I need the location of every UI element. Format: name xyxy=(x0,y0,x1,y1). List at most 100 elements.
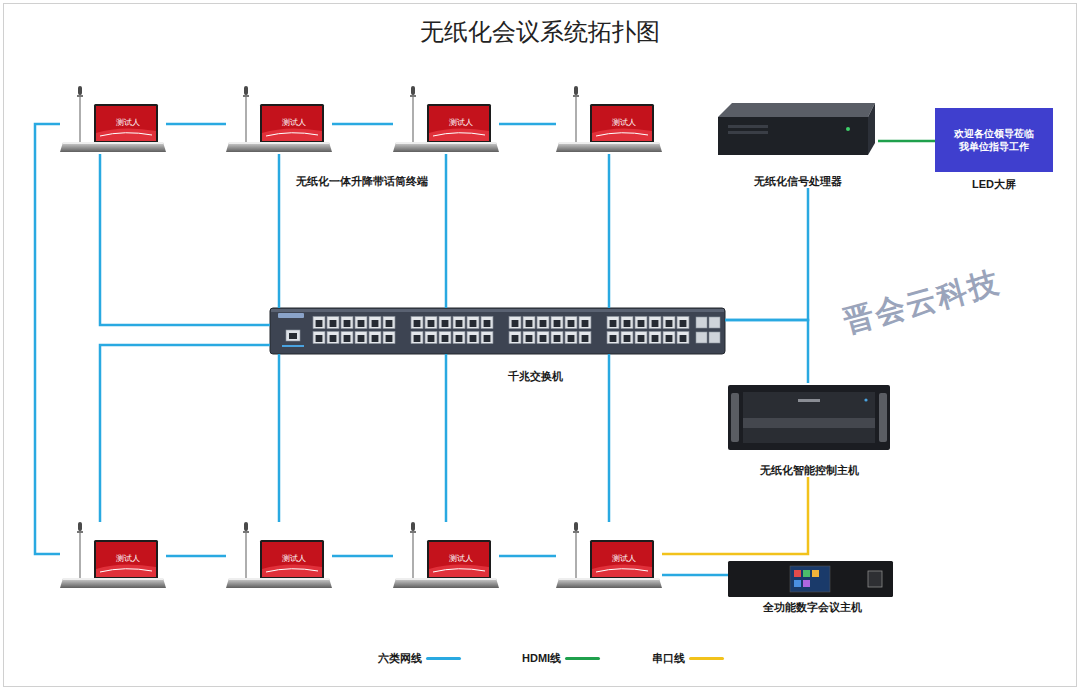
legend-item: HDMI线 xyxy=(522,651,600,666)
terminal-node: 测试人 xyxy=(556,522,662,590)
console-port xyxy=(286,330,300,341)
watermark: 晋会云科技 xyxy=(840,265,1003,338)
switch-illustration xyxy=(270,308,725,354)
terminal-illustration xyxy=(393,86,499,152)
touch-screen xyxy=(790,566,830,592)
processor-illustration xyxy=(718,103,875,155)
screen-text: 测试人 xyxy=(449,554,473,563)
watermark-wrap: 晋会云科技 xyxy=(839,262,1004,343)
switch-highlight xyxy=(271,309,724,312)
port-block xyxy=(410,315,494,345)
processor-vent xyxy=(728,125,768,128)
screen-text-wrap: 测试人 xyxy=(449,547,473,565)
legend-item: 串口线 xyxy=(652,651,724,666)
host-strip xyxy=(743,418,875,428)
group-label: 无纸化一体升降带话筒终端 xyxy=(296,175,428,187)
screen-text-wrap: 测试人 xyxy=(612,111,636,129)
sfp-port xyxy=(709,317,720,328)
cable-line xyxy=(608,154,611,308)
host-logo xyxy=(798,399,820,402)
screen-text: 测试人 xyxy=(282,554,306,563)
legend-swatch xyxy=(426,657,461,660)
device-node: 无纸化信号处理器 xyxy=(718,100,878,188)
screen-icon xyxy=(794,580,801,587)
page-frame xyxy=(4,4,1077,687)
processor-top xyxy=(718,103,875,117)
cable-line xyxy=(100,154,270,325)
cable-line xyxy=(725,188,808,320)
led-screen: 欢迎各位领导莅临 我单位指导工作 xyxy=(935,108,1053,172)
device-node: 全功能数字会议主机 xyxy=(728,560,896,614)
switch-node: 千兆交换机 xyxy=(270,308,725,354)
screen-icon xyxy=(812,570,819,577)
led-message: 欢迎各位领导莅临 我单位指导工作 xyxy=(953,127,1035,153)
cable-line xyxy=(445,354,448,522)
terminal-illustration xyxy=(556,522,662,588)
terminal-illustration xyxy=(393,522,499,588)
screen-text-wrap: 测试人 xyxy=(612,547,636,565)
terminal-node: 测试人 xyxy=(393,86,499,154)
host-handle xyxy=(879,393,887,442)
diagram-title: 无纸化会议系统拓扑图 xyxy=(420,19,660,45)
terminal-node: 测试人 xyxy=(60,522,166,590)
terminal-illustration xyxy=(556,86,662,152)
meeting-host-body xyxy=(728,561,893,597)
screen-text-wrap: 测试人 xyxy=(282,547,306,565)
terminal-illustration xyxy=(60,86,166,152)
cable-line xyxy=(499,123,556,126)
screen-text: 测试人 xyxy=(612,118,636,127)
host-handle xyxy=(731,393,739,442)
legend-swatch xyxy=(689,657,724,660)
port-block xyxy=(508,315,592,345)
meeting-host-illustration xyxy=(728,561,893,597)
cable-line xyxy=(662,477,808,554)
screen-text: 测试人 xyxy=(612,554,636,563)
cable-line xyxy=(166,555,226,558)
cable-line xyxy=(332,123,393,126)
terminal-illustration xyxy=(226,86,332,152)
cable-line xyxy=(35,124,60,554)
screen-text: 测试人 xyxy=(282,118,306,127)
screen-text-wrap: 测试人 xyxy=(116,547,140,565)
screen-icon xyxy=(794,570,801,577)
legend-item: 六类网线 xyxy=(378,651,461,666)
terminal-node: 测试人 xyxy=(60,86,166,154)
console-hole xyxy=(289,333,297,339)
processor-front xyxy=(718,117,868,155)
terminal-node: 测试人 xyxy=(556,86,662,154)
switch-body xyxy=(270,308,725,354)
cable-line xyxy=(725,320,808,383)
switch-logo xyxy=(278,313,304,318)
legend-text: HDMI线 xyxy=(522,651,561,666)
cable-line xyxy=(662,574,728,577)
device-label: 千兆交换机 xyxy=(508,370,563,382)
host-panel xyxy=(743,392,875,443)
host-body xyxy=(728,385,890,450)
control-host-illustration xyxy=(728,385,890,450)
screen-text-wrap: 测试人 xyxy=(282,111,306,129)
cable-line xyxy=(445,154,448,308)
screen-text: 测试人 xyxy=(116,554,140,563)
legend-swatch xyxy=(565,657,600,660)
sfp-port xyxy=(696,317,707,328)
legend-text: 串口线 xyxy=(652,651,685,666)
device-node: 无纸化智能控制主机 xyxy=(726,383,892,477)
title-wrap: 无纸化会议系统拓扑图 xyxy=(0,16,1080,48)
screen-text: 测试人 xyxy=(116,118,140,127)
sfp-port xyxy=(696,332,707,343)
cable-line xyxy=(332,555,393,558)
cable-line xyxy=(100,345,270,522)
screen-text-wrap: 测试人 xyxy=(116,111,140,129)
led-node: 欢迎各位领导莅临 我单位指导工作 LED大屏 xyxy=(935,108,1053,192)
device-label: 无纸化智能控制主机 xyxy=(760,464,859,477)
port-block xyxy=(606,315,690,345)
screen-text: 测试人 xyxy=(449,118,473,127)
cable-line xyxy=(166,123,226,126)
device-label: LED大屏 xyxy=(972,178,1016,191)
screen-icon xyxy=(803,580,810,587)
sfp-port xyxy=(709,332,720,343)
cable-line xyxy=(278,154,281,308)
cable-line xyxy=(608,354,611,522)
